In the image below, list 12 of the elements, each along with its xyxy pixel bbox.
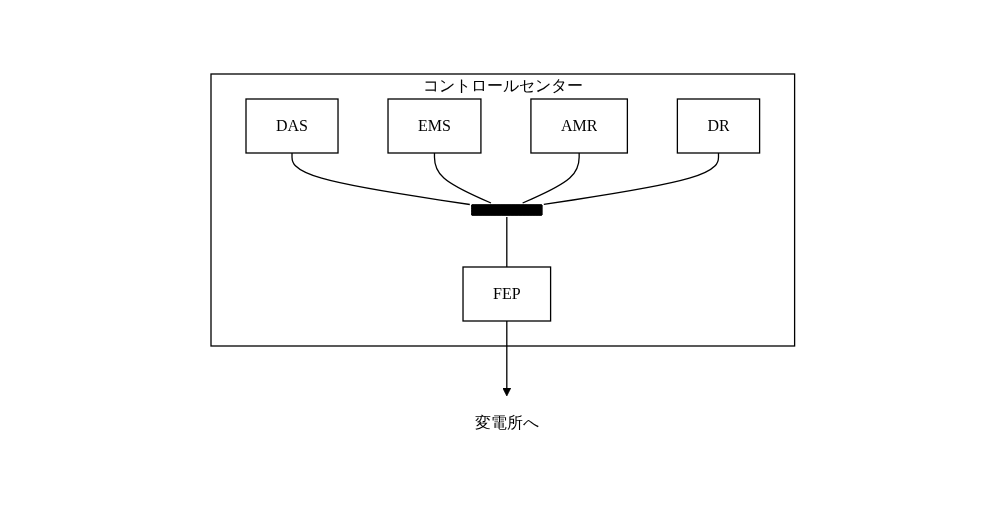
node-box: EMS [387, 98, 482, 154]
arrow [502, 320, 512, 397]
connector [522, 152, 580, 204]
node-text: 変電所へ [475, 414, 539, 431]
connector [434, 152, 492, 204]
connector [291, 152, 471, 206]
node-box: DAS [245, 98, 339, 154]
connector [543, 152, 720, 206]
node-box: FEP [462, 266, 552, 322]
node-box: AMR [530, 98, 629, 154]
connector [506, 216, 508, 268]
node-box: DR [676, 98, 761, 154]
